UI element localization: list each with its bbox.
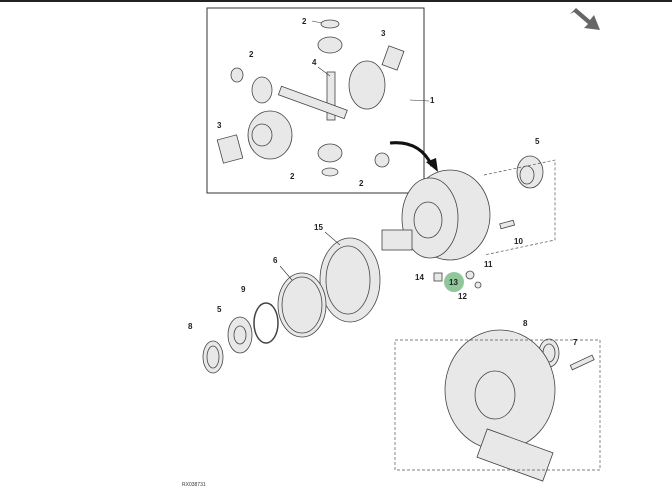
callout-8[interactable]: 8 <box>523 319 528 328</box>
differential-housing <box>381 169 491 261</box>
crown-gear <box>444 329 556 482</box>
callout-2[interactable]: 2 <box>302 17 307 26</box>
top-border <box>0 0 672 2</box>
callout-3[interactable]: 3 <box>217 121 222 130</box>
callout-5[interactable]: 5 <box>217 305 222 314</box>
assembly-arrow <box>389 141 434 167</box>
callout-9[interactable]: 9 <box>241 285 246 294</box>
callout-2[interactable]: 2 <box>359 179 364 188</box>
callout-2[interactable]: 2 <box>249 50 254 59</box>
callout-8[interactable]: 8 <box>188 322 193 331</box>
callout-12[interactable]: 12 <box>458 292 467 301</box>
callout-14[interactable]: 14 <box>415 273 424 282</box>
callout-1[interactable]: 1 <box>430 96 435 105</box>
next-arrow-icon[interactable] <box>570 8 600 30</box>
callout-3[interactable]: 3 <box>381 29 386 38</box>
callout-11[interactable]: 11 <box>484 260 493 269</box>
callout-10[interactable]: 10 <box>514 237 523 246</box>
callout-15[interactable]: 15 <box>314 223 323 232</box>
callout-7[interactable]: 7 <box>573 338 578 347</box>
highlight-callout-13[interactable] <box>444 272 464 292</box>
diagram-reference-id: RX038731 <box>182 482 206 488</box>
callout-2[interactable]: 2 <box>290 172 295 181</box>
inset-parts <box>216 19 405 177</box>
callout-6[interactable]: 6 <box>273 256 278 265</box>
callout-13[interactable]: 13 <box>449 278 458 287</box>
callout-4[interactable]: 4 <box>312 58 317 67</box>
callout-5[interactable]: 5 <box>535 137 540 146</box>
